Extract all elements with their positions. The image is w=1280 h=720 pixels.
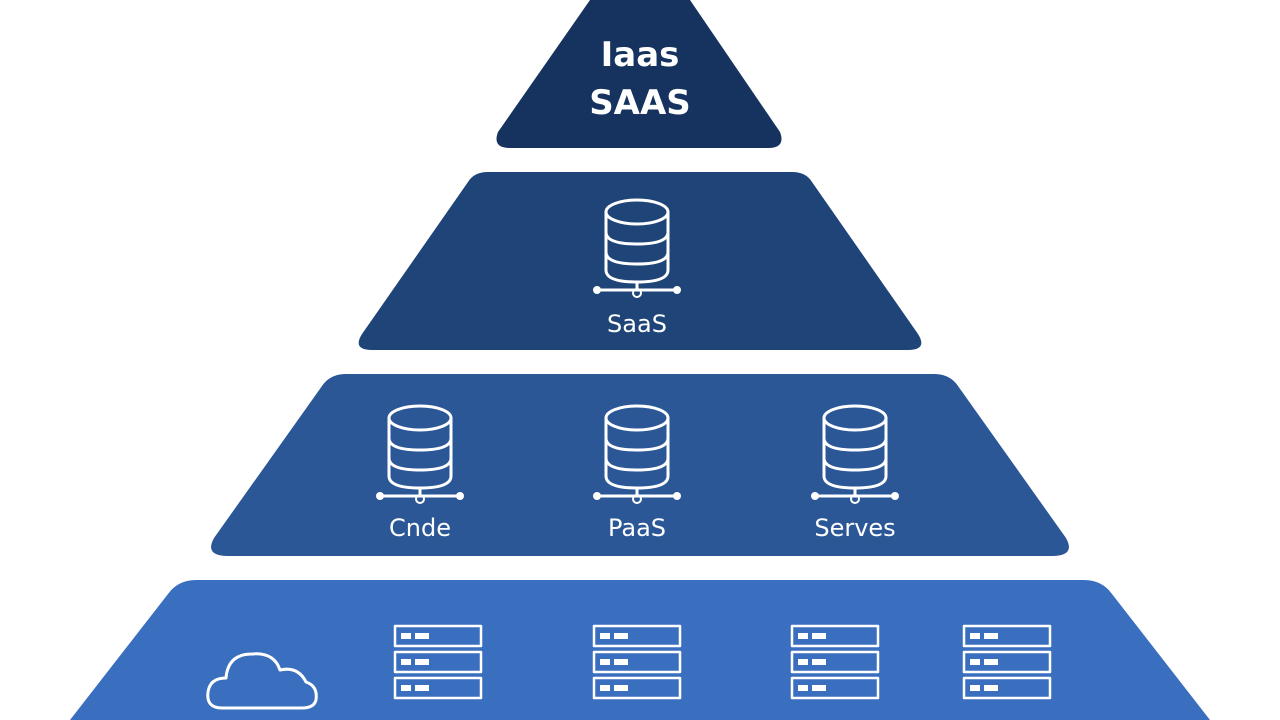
tier-third-label-2: PaaS xyxy=(608,514,666,542)
tier-third xyxy=(211,374,1069,556)
tier-top-label-1: Iaas xyxy=(601,35,680,75)
database-icon xyxy=(593,404,681,504)
server-rack-icon xyxy=(592,624,682,700)
server-rack-icon xyxy=(962,624,1052,700)
tier-top xyxy=(496,0,782,148)
cloud-icon xyxy=(206,652,318,710)
tier-top-label-2: SAAS xyxy=(589,83,691,123)
tier-base xyxy=(70,580,1210,720)
tier-second-label: SaaS xyxy=(607,310,667,338)
database-icon xyxy=(593,198,681,298)
database-icon xyxy=(811,404,899,504)
server-rack-icon xyxy=(790,624,880,700)
tier-second xyxy=(358,172,922,350)
tier-third-label-1: Cnde xyxy=(389,514,451,542)
server-rack-icon xyxy=(393,624,483,700)
database-icon xyxy=(376,404,464,504)
tier-third-label-3: Serves xyxy=(814,514,895,542)
